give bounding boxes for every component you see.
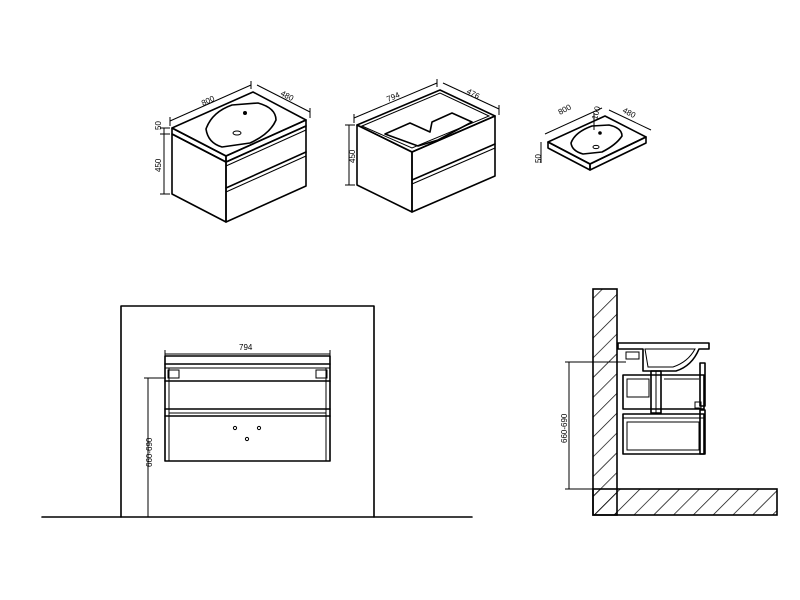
v1-depth-label: 480	[279, 89, 295, 103]
v2-depth-label: 476	[465, 87, 481, 101]
front-elevation-view: 794 660-690	[41, 305, 473, 518]
v2-height-label: 450	[348, 149, 357, 163]
v3-offset-label: 100	[590, 105, 602, 121]
isometric-cabinet-view: 794 476 450	[345, 79, 500, 213]
v3-height-label: 50	[534, 154, 543, 163]
side-section-view: 660-690	[560, 288, 778, 516]
front-width-label: 794	[239, 343, 253, 352]
v3-width-label: 800	[557, 102, 573, 116]
v1-top-height-label: 50	[154, 121, 163, 130]
v1-width-label: 800	[200, 94, 216, 108]
side-mount-height-label: 660-690	[560, 413, 569, 443]
v1-body-height-label: 450	[154, 158, 163, 172]
front-mount-height-label: 660-690	[145, 437, 154, 467]
wall-hatch	[592, 288, 618, 516]
v3-depth-label: 480	[621, 106, 637, 120]
isometric-vanity-view: 800 480 50 450	[154, 81, 311, 223]
v2-width-label: 794	[385, 90, 401, 104]
floor-hatch	[592, 488, 778, 516]
isometric-countertop-view: 800 100 480 50	[534, 102, 652, 171]
